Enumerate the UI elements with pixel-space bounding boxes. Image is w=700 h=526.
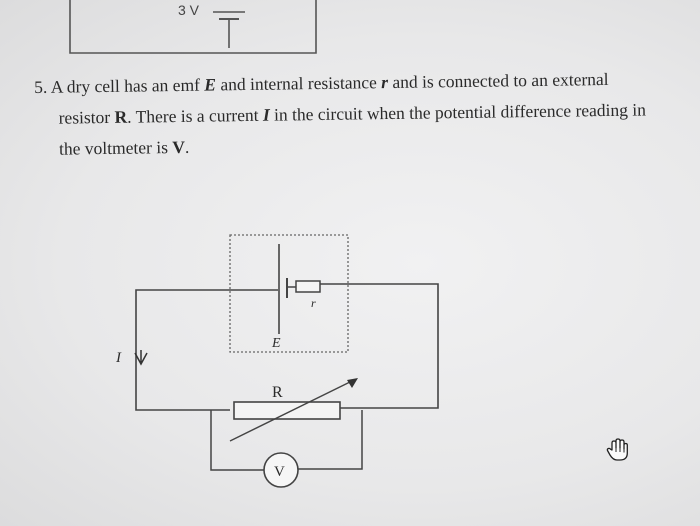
hand-pointer-icon	[606, 438, 628, 461]
internal-resistance-label: r	[311, 296, 316, 310]
voltmeter-wire	[210, 410, 264, 471]
variable-resistor	[233, 401, 341, 420]
current-arrow-icon	[134, 350, 148, 366]
voltage-symbol: V	[172, 136, 186, 158]
circuit-diagram: r E I R V	[115, 234, 439, 488]
previous-circuit-wire	[69, 0, 317, 54]
rheostat-arrow-line	[229, 380, 353, 442]
internal-resistor	[295, 280, 321, 293]
resistor-symbol: R	[114, 106, 128, 127]
previous-question-figure: 3 V	[69, 0, 317, 54]
resistor-label: R	[272, 384, 283, 401]
question-5: 5. A dry cell has an emf E and internal …	[34, 63, 700, 165]
main-circuit-wire-right	[320, 283, 439, 409]
voltmeter-wire-right	[298, 410, 363, 470]
battery-voltage-label: 3 V	[178, 2, 200, 18]
emf-symbol: E	[204, 74, 217, 95]
current-label: I	[115, 350, 122, 366]
voltmeter-circle	[263, 452, 299, 488]
emf-label: E	[271, 336, 281, 351]
question-number: 5.	[34, 76, 48, 97]
cell-dotted-box	[229, 234, 349, 353]
voltmeter-label: V	[274, 464, 285, 480]
rheostat-arrow-head-icon	[347, 378, 358, 388]
main-circuit-wire	[135, 289, 278, 411]
